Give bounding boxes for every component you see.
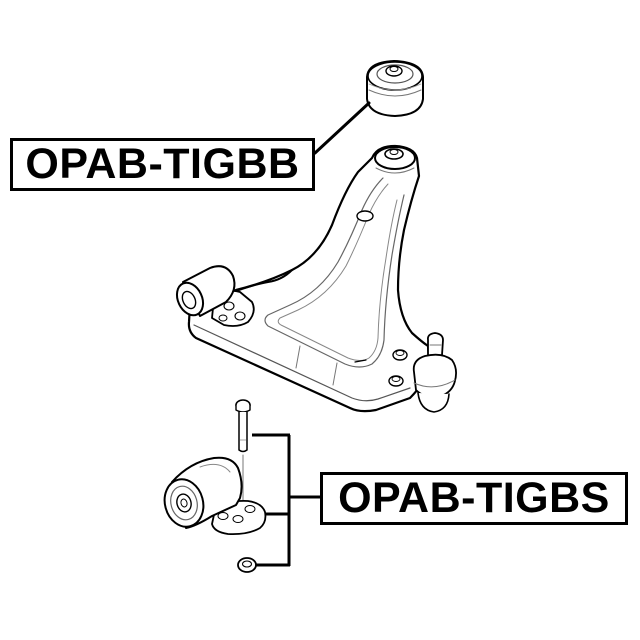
part-number-label-tigbs: OPAB-TIGBS — [320, 472, 628, 525]
bolt-icon — [235, 399, 251, 506]
leader-bracket-tigbs — [252, 433, 320, 567]
bracket-bushing-icon — [163, 456, 267, 536]
front-bushing-icon — [175, 265, 293, 327]
ball-joint-icon — [412, 332, 457, 413]
leader-line-tigbb — [313, 101, 371, 155]
part-number-label-tigbb: OPAB-TIGBB — [10, 138, 315, 191]
top-bushing-icon — [366, 60, 424, 117]
washer-icon — [237, 557, 257, 573]
